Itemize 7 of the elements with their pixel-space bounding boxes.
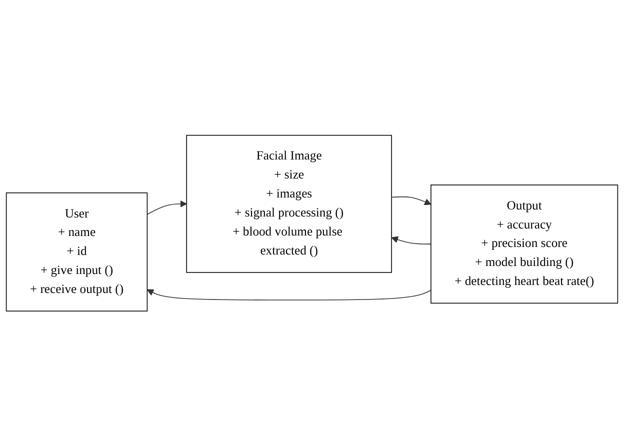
arrow bbox=[391, 196, 432, 205]
arrow bbox=[391, 236, 432, 244]
node-box: Output + accuracy + precision score + model building () + detecting heart beat rate() bbox=[430, 184, 618, 304]
node-box: User + name + id + give input () + receive output () bbox=[6, 192, 148, 312]
node-box: Facial Image + size + images + signal processing () + blood volume pulse extracted () bbox=[186, 134, 392, 273]
arrow bbox=[146, 289, 432, 300]
arrow bbox=[146, 200, 187, 215]
